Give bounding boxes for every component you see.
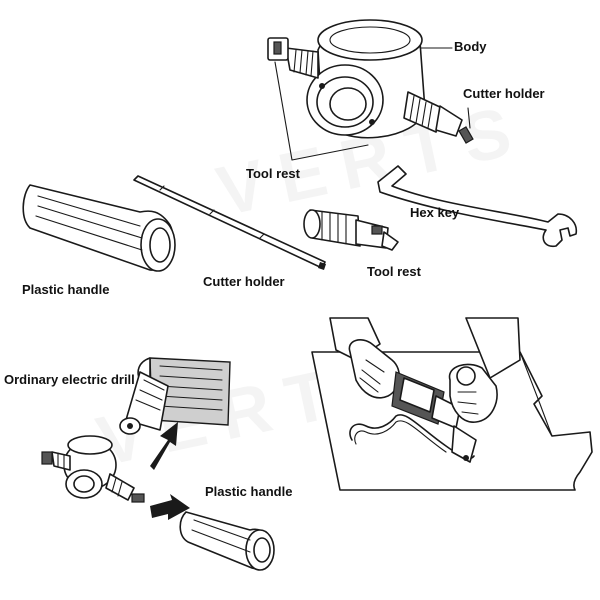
label-tool-rest-top: Tool rest — [246, 166, 300, 181]
body-assembly — [267, 19, 474, 161]
label-cutter-holder-top: Cutter holder — [463, 86, 545, 101]
tool-rest-middle — [303, 209, 399, 251]
hex-key — [377, 165, 578, 248]
plastic-handle-top — [22, 184, 176, 272]
label-plastic-handle-top: Plastic handle — [22, 282, 110, 297]
arrow-left — [150, 494, 190, 520]
plastic-handle-bottom — [179, 511, 275, 571]
label-hex-key: Hex key — [410, 205, 460, 220]
label-body: Body — [454, 39, 487, 54]
label-ordinary-drill: Ordinary electric drill — [4, 372, 135, 387]
left-stub — [267, 37, 319, 79]
cutting-scene — [311, 317, 593, 491]
cutter-holder-rod — [133, 175, 326, 270]
right-stub — [403, 91, 474, 144]
arrow-up — [150, 422, 178, 470]
label-tool-rest-mid: Tool rest — [367, 264, 421, 279]
small-body-assembly — [41, 435, 145, 503]
label-cutter-holder-mid: Cutter holder — [203, 274, 285, 289]
electric-drill — [119, 357, 231, 435]
label-plastic-handle-bottom: Plastic handle — [205, 484, 293, 499]
